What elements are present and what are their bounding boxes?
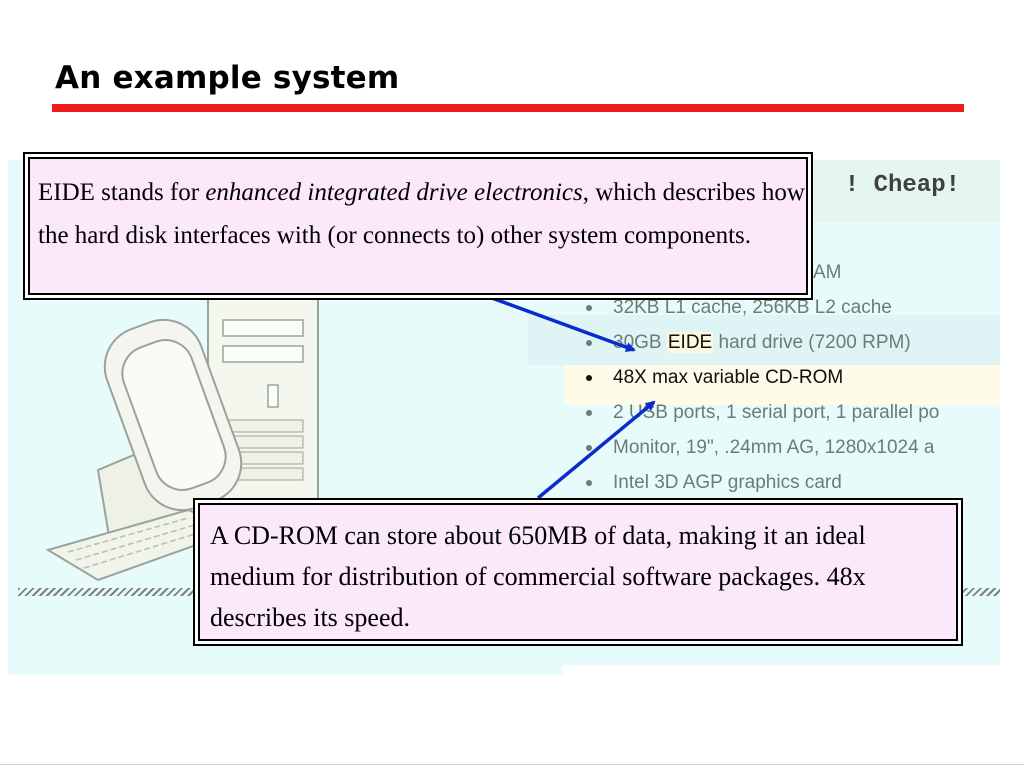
spec-item-hard-drive-size: 30GB (613, 332, 662, 353)
spec-item-hard-drive: 30GB EIDE hard drive (7200 RPM) (573, 325, 1000, 360)
spec-item-cache-text: 32KB L1 cache, 256KB L2 cache (613, 297, 892, 318)
bullet-dot (586, 445, 592, 451)
bullet-dot (586, 480, 592, 486)
desktop-computer-icon (45, 280, 319, 582)
title-underline (52, 104, 964, 112)
ad-header-text: ! Cheap! (844, 172, 960, 199)
spec-item-graphics-text: Intel 3D AGP graphics card (613, 472, 842, 493)
eide-text-before: EIDE stands for (38, 179, 206, 206)
spec-item-ports: 2 USB ports, 1 serial port, 1 parallel p… (573, 395, 1000, 430)
spec-item-hard-drive-text: hard drive (7200 RPM) (718, 332, 911, 353)
eide-callout: EIDE stands for enhanced integrated driv… (28, 157, 808, 295)
spec-item-cdrom-text: 48X max variable CD-ROM (613, 367, 844, 388)
spec-item-graphics: Intel 3D AGP graphics card (573, 465, 1000, 500)
eide-highlight: EIDE (666, 332, 714, 353)
bullet-dot (586, 375, 592, 381)
eide-text-after: , which describes how the hard disk inte… (38, 179, 805, 249)
slide-title: An example system (55, 60, 400, 96)
spec-item-monitor-text: Monitor, 19", .24mm AG, 1280x1024 a (613, 437, 935, 458)
spec-list: AM 32KB L1 cache, 256KB L2 cache 30GB EI… (573, 255, 1000, 500)
bullet-dot (586, 410, 592, 416)
bullet-dot (586, 340, 592, 346)
spec-item-ports-text: 2 USB ports, 1 serial port, 1 parallel p… (613, 402, 940, 423)
spec-item-cdrom: 48X max variable CD-ROM (573, 360, 1000, 395)
spec-item-cache: 32KB L1 cache, 256KB L2 cache (573, 290, 1000, 325)
eide-callout-text: EIDE stands for enhanced integrated driv… (38, 171, 806, 257)
footer-rule (0, 764, 1024, 765)
spec-item-memory-text: AM (813, 262, 842, 283)
cdrom-callout-text: A CD-ROM can store about 650MB of data, … (210, 521, 866, 632)
spec-band-cdrom (564, 365, 1000, 405)
spec-item-memory: AM (573, 255, 1000, 290)
spec-item-monitor: Monitor, 19", .24mm AG, 1280x1024 a (573, 430, 1000, 465)
bullet-dot (586, 305, 592, 311)
eide-text-italic: enhanced integrated drive electronics (205, 179, 583, 206)
cdrom-callout: A CD-ROM can store about 650MB of data, … (198, 503, 958, 641)
